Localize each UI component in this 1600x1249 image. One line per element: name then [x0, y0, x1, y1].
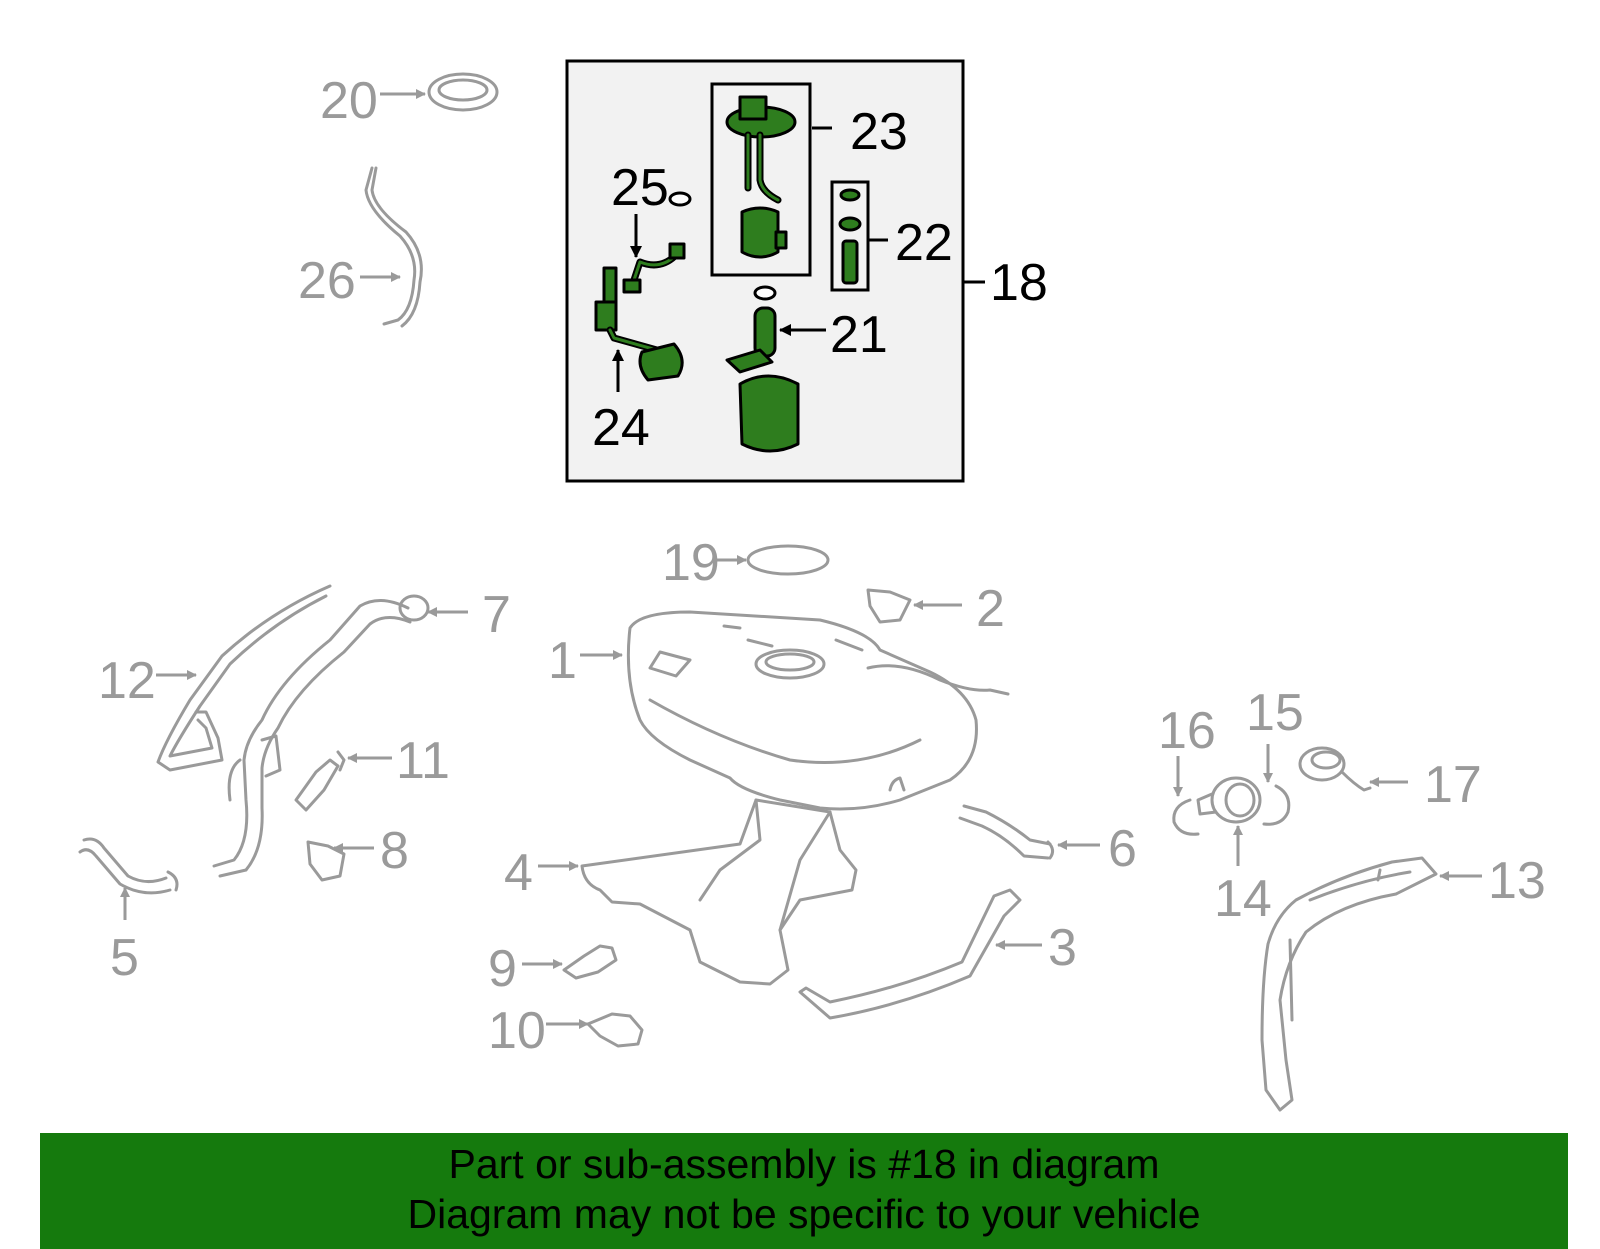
callout-9: 9: [488, 940, 517, 998]
callout-23: 23: [850, 103, 908, 161]
callout-12: 12: [98, 652, 156, 710]
part-4-heat-shield[interactable]: 4: [504, 798, 858, 986]
callout-1: 1: [548, 632, 577, 690]
callout-22: 22: [895, 214, 953, 272]
part-10-bracket[interactable]: 10: [488, 1002, 644, 1060]
part-1-fuel-tank[interactable]: 1: [548, 610, 1010, 811]
part-9-bracket[interactable]: 9: [488, 940, 618, 998]
callout-21: 21: [830, 306, 888, 364]
part-19-seal-ring[interactable]: 19: [662, 534, 830, 592]
part-14-filler-neck[interactable]: 14: [1196, 776, 1272, 928]
part-8-clip[interactable]: 8: [306, 822, 409, 882]
callout-4: 4: [504, 844, 533, 902]
part-16-retainer[interactable]: 16: [1158, 702, 1216, 836]
part-2-bracket[interactable]: 2: [866, 580, 1005, 638]
footer-banner: Part or sub-assembly is #18 in diagram D…: [40, 1133, 1568, 1249]
callout-14: 14: [1214, 870, 1272, 928]
callout-8: 8: [380, 822, 409, 880]
callout-5: 5: [110, 929, 139, 987]
callout-25: 25: [611, 159, 669, 217]
part-7-filler-pipe[interactable]: 7: [212, 586, 511, 878]
part-5-hose[interactable]: 5: [78, 837, 179, 987]
callout-18: 18: [990, 254, 1048, 312]
callout-17: 17: [1424, 756, 1482, 814]
callout-15: 15: [1246, 684, 1304, 742]
callout-3: 3: [1048, 919, 1077, 977]
callout-7: 7: [482, 586, 511, 644]
part-12-breather-tube[interactable]: 12: [98, 584, 332, 772]
callout-11: 11: [396, 732, 450, 790]
callout-13: 13: [1488, 852, 1546, 910]
part-25-wire-harness[interactable]: 25: [611, 159, 692, 294]
part-23-fuel-pump-flange[interactable]: 23: [710, 82, 908, 277]
callout-10: 10: [488, 1002, 546, 1060]
part-22-filter-kit[interactable]: 22: [830, 180, 953, 292]
part-15-ring[interactable]: 15: [1246, 684, 1304, 826]
part-20-gasket[interactable]: 20: [320, 72, 499, 130]
callout-16: 16: [1158, 702, 1216, 760]
callout-19: 19: [662, 534, 720, 592]
part-11-clamp[interactable]: 11: [294, 732, 450, 812]
callout-2: 2: [976, 580, 1005, 638]
part-17-fuel-cap[interactable]: 17: [1298, 746, 1482, 814]
part-24-fuel-gauge-sender[interactable]: 24: [592, 266, 684, 457]
part-6-hose[interactable]: 6: [958, 804, 1137, 878]
part-3-tank-strap[interactable]: 3: [798, 888, 1077, 1020]
part-26-hose[interactable]: 26: [298, 166, 423, 328]
part-13-filler-pipe-protector[interactable]: 13: [1260, 852, 1546, 1112]
part-21-fuel-pump[interactable]: 21: [725, 285, 888, 453]
callout-24: 24: [592, 399, 650, 457]
callout-20: 20: [320, 72, 378, 130]
callout-6: 6: [1108, 820, 1137, 878]
footer-line-1: Part or sub-assembly is #18 in diagram: [448, 1141, 1160, 1187]
callout-26: 26: [298, 252, 356, 310]
footer-line-2: Diagram may not be specific to your vehi…: [407, 1191, 1201, 1237]
